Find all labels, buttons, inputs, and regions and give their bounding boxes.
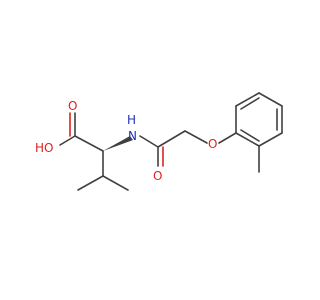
label-ho: HO — [35, 141, 53, 155]
bond-n-camide — [139, 135, 159, 148]
bond-ar3 — [258, 92, 283, 107]
structure-canvas: HO O N H O O — [35, 92, 283, 191]
bond-ar5 — [258, 132, 283, 147]
wedge-bond-calpha-n — [103, 136, 133, 151]
atom-labels: HO O N H O O — [35, 99, 217, 183]
label-acid-o: O — [68, 99, 77, 113]
bond-ar2-double — [240, 97, 260, 110]
bond-ho-c — [59, 135, 76, 146]
label-n: N — [128, 129, 137, 143]
bond-c-calpha — [74, 135, 104, 152]
label-h: H — [127, 113, 136, 127]
bond-ch-me1 — [77, 175, 104, 191]
bond-ch-me2 — [102, 175, 129, 191]
amide-linker — [139, 130, 237, 167]
bond-ar6-double — [240, 129, 260, 142]
valine-fragment — [59, 112, 133, 191]
label-ether-o: O — [208, 137, 217, 151]
bond-o-ar — [218, 132, 237, 144]
coumarin-core — [235, 92, 283, 173]
bond-ar2 — [235, 92, 260, 107]
label-amide-o: O — [153, 169, 162, 183]
molecule-structure: HO O N H O O — [35, 92, 283, 191]
bond-camide-ch2 — [157, 130, 186, 148]
bond-ch2-o — [184, 130, 208, 144]
bond-ar6 — [235, 132, 260, 147]
